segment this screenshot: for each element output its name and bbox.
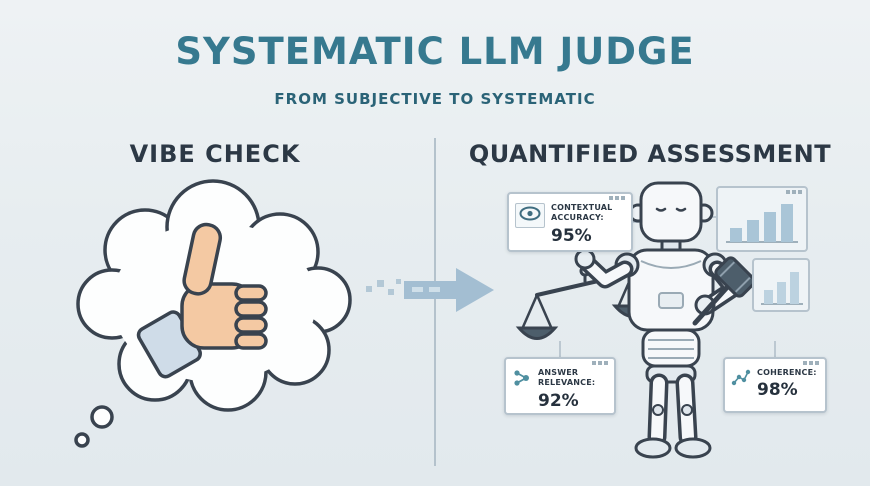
metric-label: CONTEXTUAL ACCURACY: bbox=[551, 203, 613, 223]
bar-chart-icon bbox=[761, 272, 803, 305]
robot-judge-illustration bbox=[515, 181, 776, 459]
eye-icon bbox=[515, 203, 545, 228]
vibe-check-label: VIBE CHECK bbox=[129, 140, 301, 168]
metric-value: 95% bbox=[551, 225, 592, 246]
page-title: SYSTEMATIC LLM JUDGE bbox=[175, 30, 695, 73]
thought-bubble-illustration bbox=[74, 179, 352, 448]
gavel-icon bbox=[692, 256, 756, 326]
metric-card-contextual-accuracy: CONTEXTUAL ACCURACY: 95% bbox=[507, 192, 633, 252]
thumbs-up-icon bbox=[136, 222, 268, 379]
quantified-assessment-label: QUANTIFIED ASSESSMENT bbox=[468, 140, 832, 168]
metric-value: 98% bbox=[757, 380, 798, 401]
metric-label: ANSWER RELEVANCE: bbox=[538, 368, 596, 388]
scatter-icon bbox=[731, 368, 751, 392]
metric-label: COHERENCE: bbox=[757, 368, 817, 377]
bar-chart-icon bbox=[726, 204, 798, 243]
window-dots-icon bbox=[722, 190, 802, 196]
metric-card-answer-relevance: ANSWER RELEVANCE: 92% bbox=[504, 357, 616, 415]
transition-arrow-icon bbox=[366, 268, 494, 312]
metric-value: 92% bbox=[538, 390, 579, 411]
window-dots-icon bbox=[515, 196, 625, 202]
bar-chart-panel bbox=[716, 186, 808, 252]
metric-card-coherence: COHERENCE: 98% bbox=[723, 357, 827, 413]
bar-chart-panel-small bbox=[752, 258, 810, 312]
center-divider bbox=[434, 138, 436, 466]
page-subtitle: FROM SUBJECTIVE TO SYSTEMATIC bbox=[274, 90, 596, 108]
window-dots-icon bbox=[731, 361, 819, 367]
network-icon bbox=[512, 368, 532, 392]
window-dots-icon bbox=[512, 361, 608, 367]
